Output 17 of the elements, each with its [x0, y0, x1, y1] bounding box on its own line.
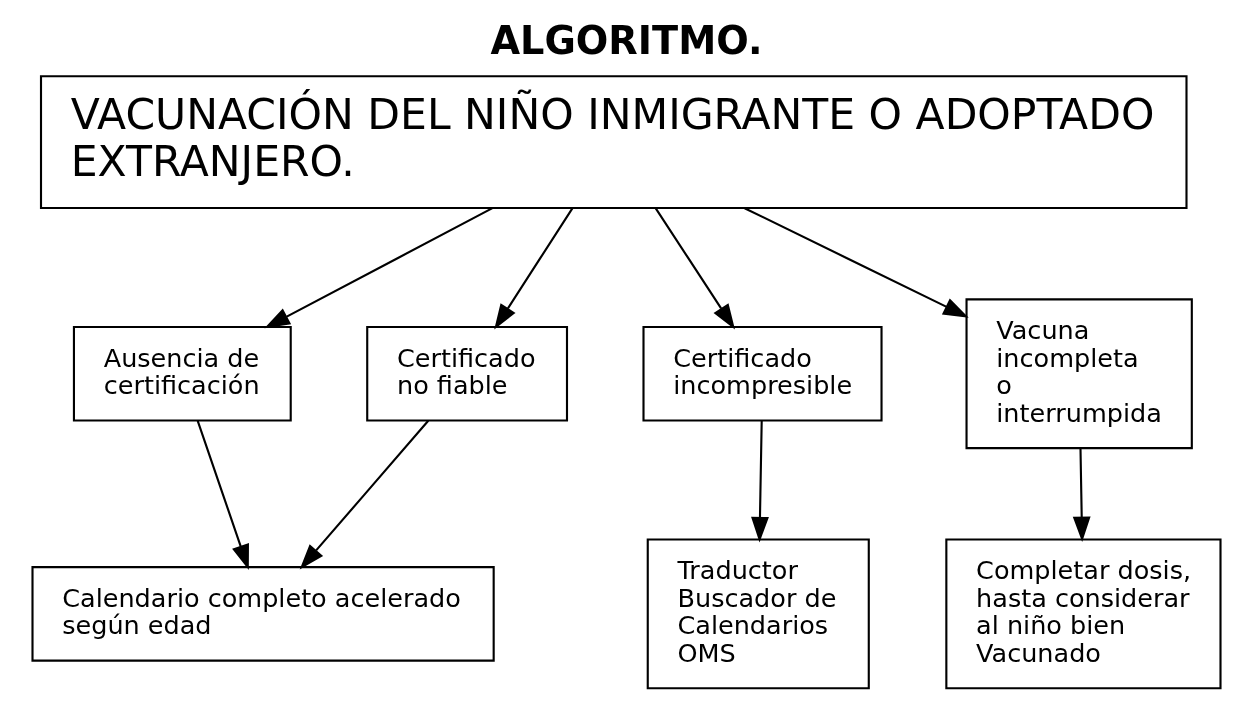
node-box: VACUNACIÓN DEL NIÑO INMIGRANTE O ADOPTADO EXTRANJERO.	[39, 75, 1188, 210]
node-box: Vacuna incompleta o interrumpida	[965, 298, 1193, 450]
arrow	[751, 420, 769, 543]
arrow	[744, 207, 969, 318]
arrow	[654, 207, 735, 330]
arrow	[1072, 448, 1091, 543]
node-box: Calendario completo acelerado según edad	[31, 566, 495, 662]
arrow	[494, 207, 574, 330]
node-box: Certificado incompresible	[642, 325, 883, 422]
node-box: Traductor Buscador de Calendarios OMS	[646, 538, 870, 690]
node-box: Ausencia de certificación	[72, 325, 292, 422]
arrow	[196, 420, 249, 571]
diagram-title: ALGORITMO.	[490, 17, 763, 63]
arrow	[299, 420, 430, 570]
node-box: Certificado no fiable	[366, 325, 569, 422]
node-box: Completar dosis, hasta considerar al niño bien Vacunado	[945, 538, 1222, 690]
arrow	[264, 207, 493, 329]
